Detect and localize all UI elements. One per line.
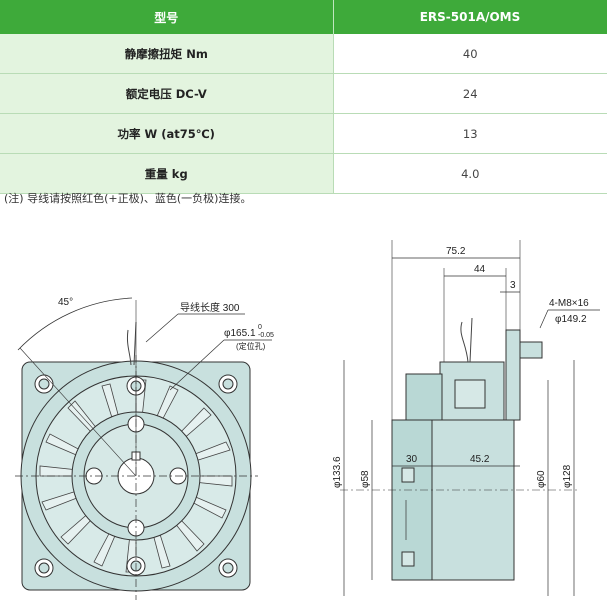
- pilot-note: (定位孔): [236, 341, 266, 351]
- table-row: 重量 kg 4.0: [0, 153, 607, 194]
- dia-60: φ60: [536, 470, 547, 488]
- table-header-row: 型号 ERS-501A/OMS: [0, 0, 607, 34]
- pilot-tol-top: 0: [258, 324, 262, 331]
- angle-label: 45°: [58, 297, 73, 308]
- row-value: 40: [333, 34, 607, 74]
- front-view: [15, 297, 272, 600]
- pilot-dia-label: φ165.1: [224, 328, 256, 339]
- dim-45-2: 45.2: [470, 454, 490, 465]
- pcd-label: φ149.2: [555, 314, 587, 325]
- dim-75-2: 75.2: [446, 246, 466, 257]
- dim-30: 30: [406, 454, 418, 465]
- table-row: 静摩擦扭矩 Nm 40: [0, 34, 607, 74]
- header-model: 型号: [0, 0, 334, 34]
- table-row: 额定电压 DC-V 24: [0, 73, 607, 114]
- row-label: 重量 kg: [0, 153, 334, 194]
- row-value: 13: [333, 113, 607, 154]
- spec-table: 型号 ERS-501A/OMS 静摩擦扭矩 Nm 40 额定电压 DC-V 24…: [0, 0, 607, 194]
- dim-44: 44: [474, 264, 486, 275]
- wiring-note: (注) 导线请按照红色(+正极)、蓝色(一负极)连接。: [4, 192, 252, 205]
- dia-58: φ58: [360, 470, 371, 488]
- holes-label: 4-M8×16: [549, 298, 589, 309]
- pilot-tol-bottom: -0.05: [258, 332, 274, 339]
- row-label: 额定电压 DC-V: [0, 73, 334, 114]
- side-view: [340, 240, 600, 596]
- side-hub: [405, 373, 443, 421]
- header-model-number: ERS-501A/OMS: [333, 0, 607, 34]
- row-label: 静摩擦扭矩 Nm: [0, 34, 334, 74]
- row-value: 4.0: [333, 153, 607, 194]
- technical-drawing: 45° 导线长度 300 φ165.1 0 -0.05 (定位孔): [15, 240, 600, 600]
- dia-128: φ128: [562, 464, 573, 488]
- table-row: 功率 W (at75℃) 13: [0, 113, 607, 154]
- side-bolt: [519, 341, 543, 359]
- row-label: 功率 W (at75℃): [0, 113, 334, 154]
- dia-133-6: φ133.6: [332, 456, 343, 488]
- side-terminal: [454, 379, 486, 409]
- mount-holes: [34, 374, 238, 578]
- wire-length-label: 导线长度 300: [180, 301, 240, 314]
- side-flange: [505, 329, 521, 421]
- row-value: 24: [333, 73, 607, 114]
- dim-3: 3: [510, 280, 516, 291]
